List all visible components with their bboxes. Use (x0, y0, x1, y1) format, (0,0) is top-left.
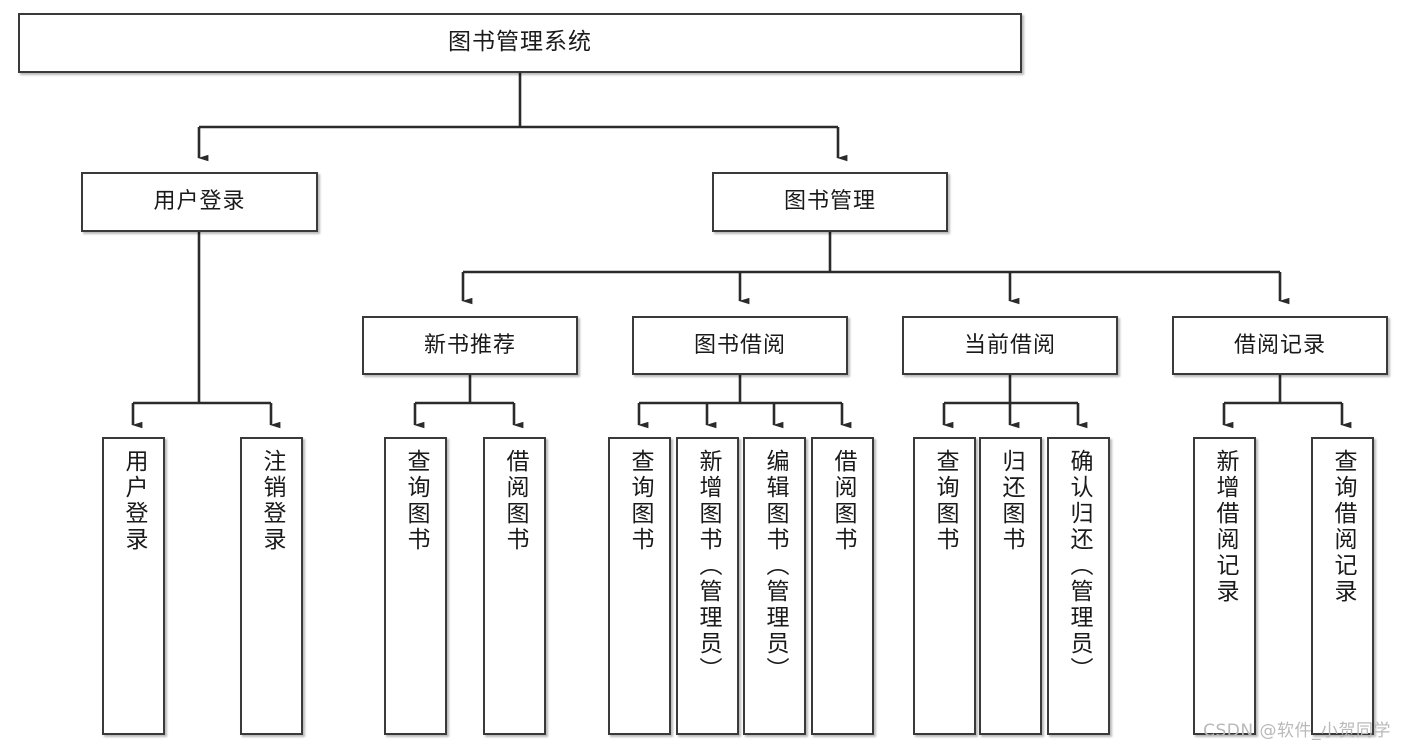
leaf-add-book[interactable]: 新增图书（管理员） (676, 437, 739, 735)
csdn-watermark: CSDN @软件_小贺同学 (1203, 721, 1391, 741)
leaf-user-login[interactable]: 用户登录 (102, 437, 165, 735)
leaf-query-record[interactable]: 查询借阅记录 (1311, 437, 1374, 735)
node-current-borrow[interactable]: 当前借阅 (902, 316, 1118, 375)
leaf-query-record-label: 查询借阅记录 (1330, 449, 1356, 605)
leaf-borrow-book-2[interactable]: 借阅图书 (811, 437, 874, 735)
leaf-logout[interactable]: 注销登录 (240, 437, 303, 735)
node-book-manage-label: 图书管理 (783, 189, 876, 215)
leaf-add-record[interactable]: 新增借阅记录 (1193, 437, 1256, 735)
leaf-return-book-label: 归还图书 (998, 449, 1024, 553)
leaf-query-book-2-label: 查询图书 (627, 449, 653, 553)
leaf-borrow-book-1[interactable]: 借阅图书 (483, 437, 546, 735)
leaf-query-book-3-label: 查询图书 (932, 449, 958, 553)
node-borrow-record-label: 借阅记录 (1233, 332, 1326, 358)
node-user-login-label: 用户登录 (153, 189, 246, 215)
node-root[interactable]: 图书管理系统 (18, 13, 1022, 73)
node-new-book-rec[interactable]: 新书推荐 (362, 316, 578, 375)
leaf-confirm-return-label: 确认归还（管理员） (1066, 449, 1092, 683)
leaf-add-record-label: 新增借阅记录 (1212, 449, 1238, 605)
leaf-query-book-2[interactable]: 查询图书 (608, 437, 671, 735)
node-book-borrow-label: 图书借阅 (693, 332, 786, 358)
node-book-borrow[interactable]: 图书借阅 (632, 316, 848, 375)
node-root-label: 图书管理系统 (448, 29, 592, 56)
node-borrow-record[interactable]: 借阅记录 (1172, 316, 1388, 375)
leaf-borrow-book-1-label: 借阅图书 (502, 449, 528, 553)
leaf-query-book-1[interactable]: 查询图书 (384, 437, 447, 735)
node-book-manage[interactable]: 图书管理 (712, 172, 948, 232)
leaf-user-login-label: 用户登录 (121, 449, 147, 553)
node-user-login[interactable]: 用户登录 (81, 172, 318, 232)
leaf-edit-book-label: 编辑图书（管理员） (762, 449, 788, 683)
leaf-borrow-book-2-label: 借阅图书 (830, 449, 856, 553)
leaf-add-book-label: 新增图书（管理员） (695, 449, 721, 683)
leaf-query-book-3[interactable]: 查询图书 (913, 437, 976, 735)
node-new-book-rec-label: 新书推荐 (423, 332, 516, 358)
node-current-borrow-label: 当前借阅 (963, 332, 1056, 358)
leaf-query-book-1-label: 查询图书 (403, 449, 429, 553)
leaf-edit-book[interactable]: 编辑图书（管理员） (743, 437, 806, 735)
leaf-confirm-return[interactable]: 确认归还（管理员） (1047, 437, 1110, 735)
leaf-return-book[interactable]: 归还图书 (979, 437, 1042, 735)
leaf-logout-label: 注销登录 (259, 449, 285, 553)
